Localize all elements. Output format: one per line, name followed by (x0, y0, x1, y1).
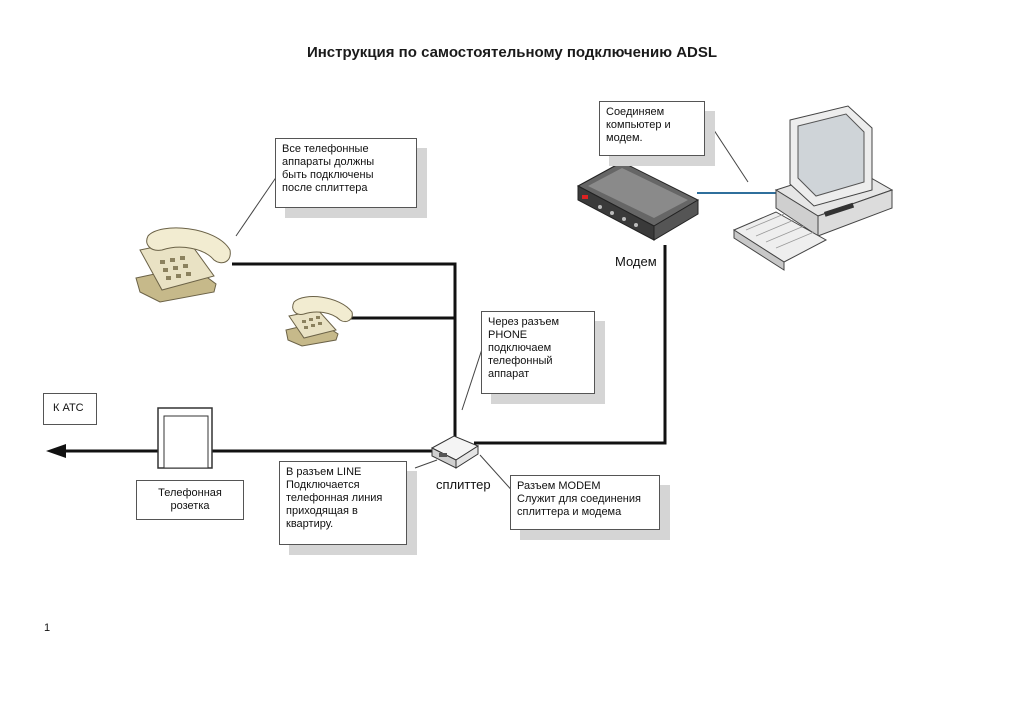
callout-line-port: В разъем LINE Подключается телефонная ли… (279, 461, 407, 545)
modem-label: Модем (615, 254, 657, 269)
modem-icon (576, 161, 700, 241)
telephone-icon (285, 296, 353, 347)
callout-phones: Все телефонные аппараты должны быть подк… (275, 138, 417, 208)
phone-socket-icon (157, 407, 213, 469)
modem-wire (474, 245, 667, 445)
socket-label: Телефонная розетка (136, 480, 244, 520)
callout-computer: Соединяем компьютер и модем. (599, 101, 705, 156)
atc-arrow-icon (46, 444, 66, 458)
page-number: 1 (44, 622, 51, 634)
computer-icon (732, 105, 894, 271)
phone1-wire (232, 262, 457, 447)
callout-phone-port: Через разъем PHONE подключаем телефонный… (481, 311, 595, 394)
atc-label: К АТС (43, 393, 97, 425)
telephone-icon (135, 227, 231, 303)
page-title: Инструкция по самостоятельному подключен… (306, 44, 718, 61)
splitter-label: сплиттер (436, 477, 491, 492)
callout-modem-port: Разъем MODEM Служит для соединения сплит… (510, 475, 660, 530)
splitter-icon (430, 435, 480, 469)
